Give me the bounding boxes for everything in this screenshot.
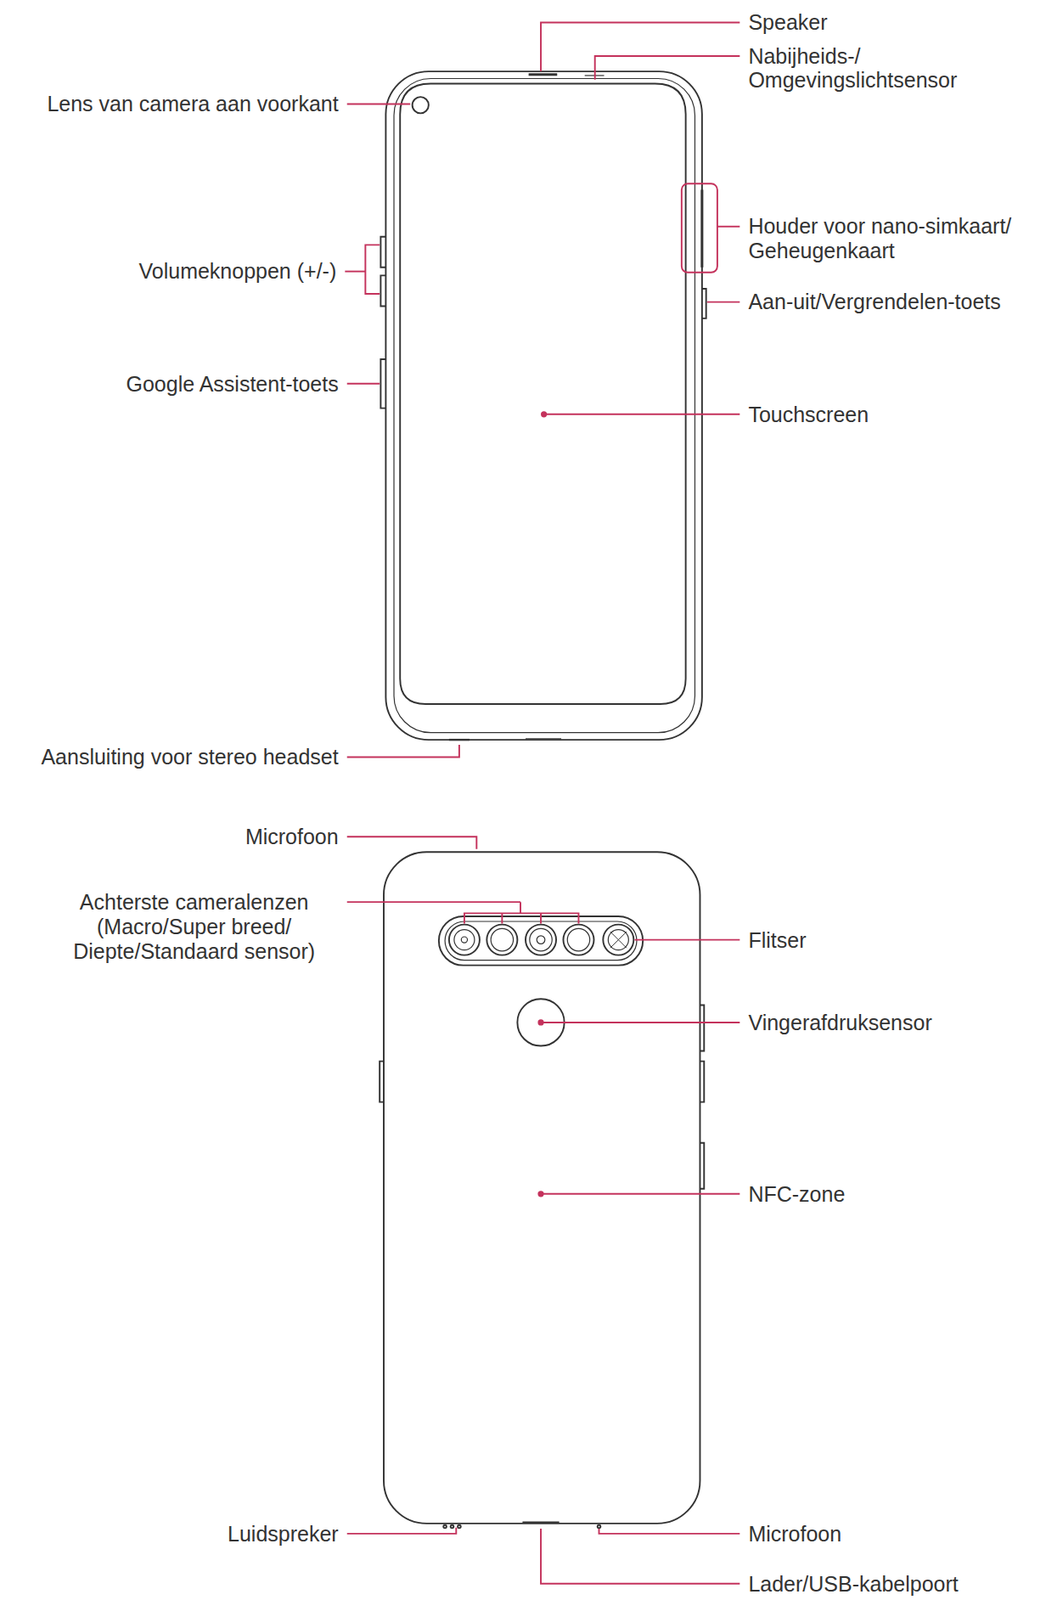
leader-line: [540, 1528, 740, 1584]
leader-line: [540, 22, 740, 72]
part-label: Volumeknoppen (+/-): [138, 258, 337, 284]
leader-line: [540, 1192, 740, 1195]
leader-line: [595, 56, 741, 80]
leader-line: [635, 939, 741, 941]
part-label: Lens van camera aan voorkant: [46, 91, 338, 117]
part-label: Houder voor nano-simkaart/ Geheugenkaart: [747, 213, 1041, 264]
leader-line: [347, 382, 380, 385]
part-label: Achterste cameralenzen (Macro/Super bree…: [50, 889, 339, 963]
part-label: Microfoon: [747, 1521, 842, 1547]
leader-line: [717, 225, 740, 228]
leader-line: [347, 103, 411, 106]
part-label: Microfoon: [245, 824, 339, 850]
leader-line: [347, 1527, 457, 1534]
part-label: NFC-zone: [747, 1181, 845, 1207]
part-label: Flitser: [747, 927, 806, 953]
part-label: Lader/USB-kabelpoort: [747, 1571, 958, 1597]
leader-line: [540, 1021, 740, 1024]
part-label: Nabijheids-/ Omgevingslichtsensor: [747, 44, 1041, 94]
leader-line: [544, 413, 741, 416]
leader-line: [707, 301, 740, 304]
leader-line: [347, 744, 460, 757]
part-label: Aansluiting voor stereo headset: [40, 744, 338, 770]
part-label: Google Assistent-toets: [126, 371, 339, 397]
leader-line: [344, 270, 366, 273]
leader-line: [347, 900, 521, 903]
part-label: Touchscreen: [747, 402, 869, 428]
leader-line: [599, 1528, 741, 1534]
part-label: Aan-uit/Vergrendelen-toets: [747, 289, 1001, 315]
leader-line: [347, 836, 478, 849]
part-label: Speaker: [747, 10, 827, 35]
part-label: Luidspreker: [227, 1521, 339, 1547]
part-label: Vingerafdruksensor: [747, 1010, 932, 1035]
